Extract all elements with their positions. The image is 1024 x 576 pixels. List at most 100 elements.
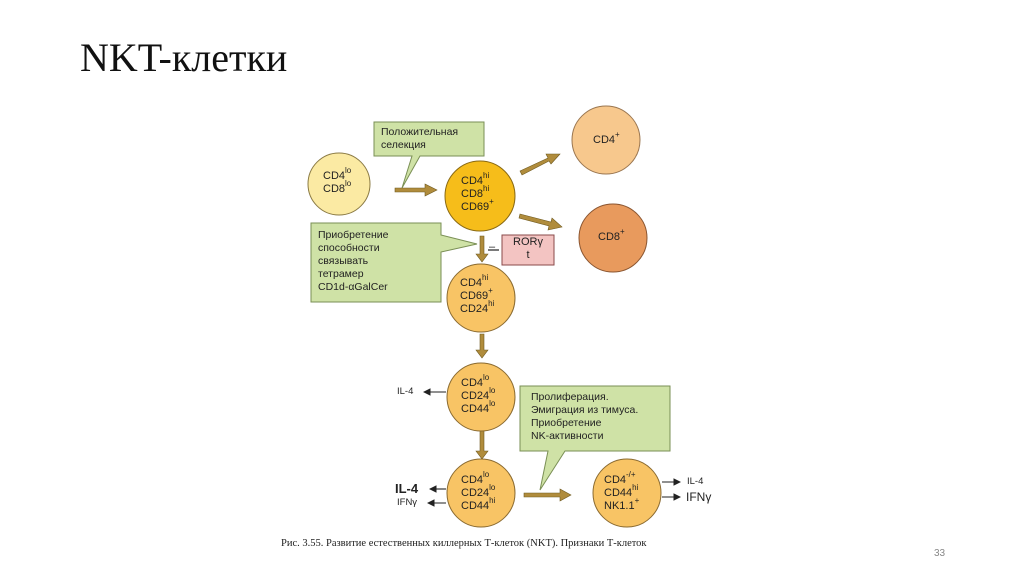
callout-line: Эмиграция из тимуса.	[531, 404, 639, 416]
marker-line: CD24lo	[461, 484, 495, 500]
marker: CD8	[461, 188, 484, 200]
cytokine-ifng-stage3: IFNγ	[686, 490, 712, 504]
figure-caption: Рис. 3.55. Развитие естественных киллерн…	[281, 538, 647, 549]
callout-proliferation-text: Пролиферация. Эмиграция из тимуса. Приоб…	[531, 391, 638, 443]
marker: CD24	[460, 303, 489, 315]
cytokine-il4-stage2: IL-4	[395, 481, 419, 496]
marker: CD44	[461, 500, 490, 512]
marker-line: NK1.1+	[604, 497, 639, 513]
callout-line: NK-активности	[531, 430, 604, 442]
ror-line2: t	[526, 249, 530, 261]
marker: CD8	[323, 183, 346, 195]
callout-line: способности	[318, 242, 380, 254]
slide-title: NKT-клетки	[80, 35, 288, 80]
marker: CD4	[460, 277, 483, 289]
ror-gamma-t-box	[501, 234, 555, 266]
marker: CD4	[604, 474, 627, 486]
marker-line: CD4hi	[460, 274, 494, 290]
callout-line: Положительная	[381, 126, 459, 138]
ror-gamma-t-label: RORγ t	[502, 236, 554, 266]
callout-line: селекция	[381, 139, 426, 151]
callout-line: связывать	[318, 255, 369, 267]
cell-cd4-plus	[571, 105, 641, 175]
cell-stage3	[592, 458, 662, 528]
cell-stage1	[446, 362, 516, 432]
callout-line: CD1d-αGalCer	[318, 281, 388, 293]
marker-level: +	[620, 227, 625, 237]
marker-line: CD8+	[598, 228, 625, 244]
marker-level: hi	[482, 273, 489, 283]
marker-line: CD4lo	[461, 374, 495, 390]
cell-stage3-markers: CD4-/+ CD44hi NK1.1+	[604, 471, 639, 513]
marker: CD24	[461, 487, 490, 499]
marker-level: hi	[483, 184, 490, 194]
slide-number: 33	[934, 548, 946, 559]
cytokine-ifng-stage2: IFNγ	[397, 497, 418, 508]
cell-cd8-plus-markers: CD8+	[598, 228, 625, 244]
marker: CD69	[460, 290, 489, 302]
callout-tetramer	[310, 222, 478, 303]
marker-level: +	[488, 286, 493, 296]
cell-double-low	[307, 152, 371, 216]
marker-line: CD44hi	[461, 497, 495, 513]
marker-line: CD4-/+	[604, 471, 639, 487]
marker: CD44	[461, 403, 490, 415]
marker-level: lo	[345, 179, 352, 189]
cell-double-low-markers: CD4lo CD8lo	[323, 167, 351, 196]
callout-line: Пролиферация.	[531, 391, 609, 403]
marker-line: CD44lo	[461, 400, 495, 416]
cell-stage1-markers: CD4lo CD24lo CD44lo	[461, 374, 495, 416]
marker: CD4	[461, 474, 484, 486]
callout-line: Приобретение	[531, 417, 602, 429]
ror-line1: RORγ	[513, 236, 543, 248]
cell-cd8-plus	[578, 203, 648, 273]
cytokine-arrows	[422, 388, 682, 507]
marker-level: +	[634, 496, 640, 506]
marker-level: lo	[483, 470, 490, 480]
marker: CD44	[604, 487, 633, 499]
marker: CD4	[461, 175, 484, 187]
marker-level: hi	[632, 483, 639, 493]
marker: NK1.1	[604, 500, 635, 512]
marker-level: +	[615, 130, 620, 140]
marker-line: CD4+	[593, 131, 620, 147]
marker-line: CD4hi	[461, 172, 494, 188]
marker: CD8	[598, 231, 621, 243]
marker-level: +	[489, 197, 494, 207]
marker-level: hi	[488, 299, 495, 309]
cell-stage0-markers: CD4hi CD69+ CD24hi	[460, 274, 494, 316]
marker-level: lo	[489, 386, 496, 396]
marker-line: CD24lo	[461, 387, 495, 403]
cytokine-il4-stage1: IL-4	[397, 386, 414, 397]
marker: CD4	[323, 170, 346, 182]
cell-stage2	[446, 458, 516, 528]
ror-inhibit-symbol: –	[489, 241, 496, 253]
cell-cd4-plus-markers: CD4+	[593, 131, 620, 147]
marker-line: CD44hi	[604, 484, 639, 500]
marker-level: lo	[483, 373, 490, 383]
marker: CD69	[461, 201, 490, 213]
callout-proliferation	[519, 385, 671, 491]
cell-stage2-markers: CD4lo CD24lo CD44hi	[461, 471, 495, 513]
marker-level: lo	[345, 166, 352, 176]
marker-level: hi	[489, 496, 496, 506]
pathway-arrows	[394, 153, 572, 502]
marker-level: -/+	[626, 470, 636, 480]
cytokine-il4-stage3: IL-4	[687, 476, 704, 487]
callout-positive-selection	[373, 121, 485, 189]
marker: CD4	[593, 134, 616, 146]
marker-line: CD4lo	[461, 471, 495, 487]
marker-line: CD8lo	[323, 180, 351, 196]
marker-line: CD24hi	[460, 300, 494, 316]
callout-line: тетрамер	[318, 268, 364, 280]
marker: CD4	[461, 377, 484, 389]
cell-double-high	[444, 160, 516, 232]
marker-level: lo	[489, 399, 496, 409]
cell-double-high-markers: CD4hi CD8hi CD69+	[461, 172, 494, 214]
marker-line: CD8hi	[461, 185, 494, 201]
marker: CD24	[461, 390, 490, 402]
marker-level: lo	[489, 483, 496, 493]
marker-level: hi	[483, 171, 490, 181]
marker-line: CD69+	[460, 287, 494, 303]
